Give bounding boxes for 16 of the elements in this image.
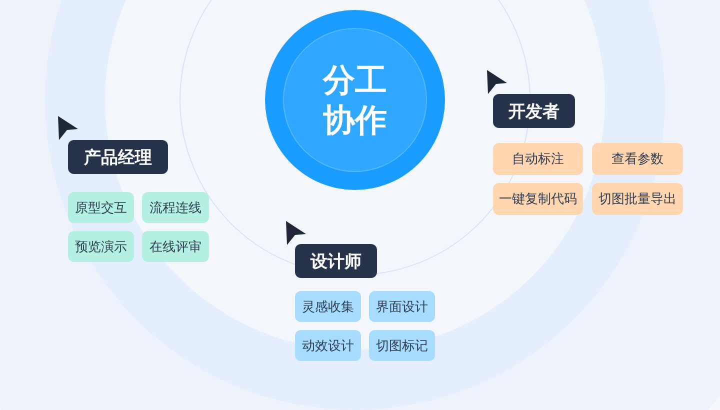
feature-tag: 在线评审 — [142, 231, 209, 262]
feature-tag: 原型交互 — [68, 192, 134, 223]
feature-tag: 查看参数 — [592, 143, 683, 175]
hub-title: 分工协作 — [322, 60, 388, 140]
role-label: 产品经理 — [68, 140, 168, 174]
feature-tag: 预览演示 — [68, 231, 134, 262]
feature-tag: 动效设计 — [295, 330, 361, 361]
feature-tag: 流程连线 — [142, 192, 209, 223]
feature-tag: 自动标注 — [493, 143, 583, 175]
feature-tag: 一键复制代码 — [493, 183, 583, 215]
feature-tag: 切图批量导出 — [592, 183, 683, 215]
role-label: 开发者 — [493, 94, 575, 128]
feature-tag: 切图标记 — [369, 330, 435, 361]
role-label: 设计师 — [295, 244, 377, 278]
feature-tag: 灵感收集 — [295, 291, 361, 322]
feature-tag: 界面设计 — [369, 291, 435, 322]
